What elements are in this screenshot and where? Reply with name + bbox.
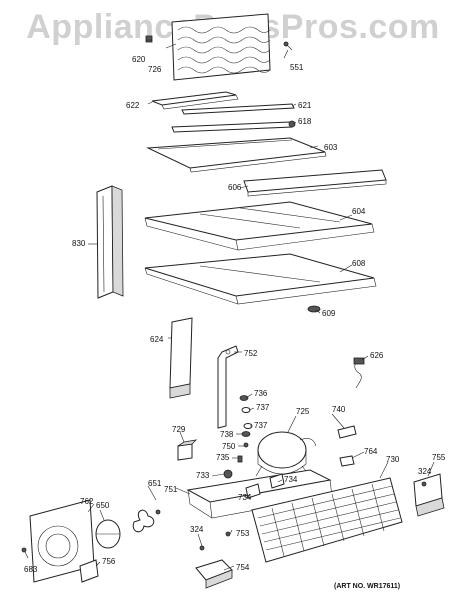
screw-551[interactable] [283,41,293,51]
capacitor-764[interactable] [339,455,355,467]
label-608: 608 [352,259,366,268]
condenser-730[interactable] [251,477,403,563]
label-620: 620 [132,55,146,64]
vertical-channel-830[interactable] [96,185,124,299]
label-604: 604 [352,207,366,216]
bracket-756[interactable] [79,559,99,583]
label-603: 603 [324,143,338,152]
shelf-603[interactable] [146,137,327,173]
label-726: 726 [148,65,162,74]
label-755: 755 [432,453,446,462]
label-751: 751 [164,485,178,494]
clip-620[interactable] [145,35,153,43]
label-736: 736 [254,389,268,398]
trim-strip-606[interactable] [243,169,387,197]
label-618: 618 [298,117,312,126]
compressor-725[interactable] [255,431,317,477]
relay-729[interactable] [177,439,198,461]
leader-lines [87,39,435,571]
cover-strip-622[interactable] [151,91,239,110]
screw-324-lower[interactable] [199,545,205,551]
drain-pan-754[interactable] [195,559,233,589]
grommet-753[interactable] [225,531,231,537]
label-750: 750 [222,442,236,451]
label-606: 606 [228,183,242,192]
label-551: 551 [290,63,304,72]
label-756: 756 [102,557,116,566]
label-730: 730 [386,455,400,464]
bracket-755[interactable] [413,473,445,517]
overload-740[interactable] [337,425,357,439]
air-duct-624[interactable] [169,317,193,399]
washer-737-upper[interactable] [241,407,251,413]
label-609: 609 [322,309,336,318]
grommet-738[interactable] [241,431,251,437]
label-622: 622 [126,101,140,110]
crisper-tray-608[interactable] [144,253,377,305]
grommet-736[interactable] [239,395,249,401]
label-651: 651 [148,479,162,488]
label-725: 725 [296,407,310,416]
bolt-735[interactable] [237,455,243,463]
label-752: 752 [244,349,258,358]
fan-shroud-762[interactable] [29,499,95,583]
label-734-right: 734 [284,475,298,484]
label-683: 683 [24,565,38,574]
label-754: 754 [236,563,250,572]
label-737-upper: 737 [256,403,270,412]
crisper-tray-604[interactable] [144,201,375,251]
label-324-lower: 324 [190,525,204,534]
label-734-left: 734 [238,493,252,502]
label-762: 762 [80,497,94,506]
label-753: 753 [236,529,250,538]
label-650: 650 [96,501,110,510]
mounting-bracket-752[interactable] [217,345,239,429]
label-830: 830 [72,239,86,248]
label-733: 733 [196,471,210,480]
rod-621[interactable] [181,103,295,115]
label-740: 740 [332,405,346,414]
evaporator-coil-assembly[interactable] [171,13,271,81]
fan-motor-650[interactable] [95,519,121,549]
rod-618[interactable] [171,120,296,133]
part-labels: 620 726 551 622 621 618 603 606 830 604 … [24,55,446,590]
capillary-626[interactable] [353,357,365,389]
label-737-lower: 737 [254,421,268,430]
label-324-upper: 324 [418,467,432,476]
screw-683[interactable] [21,547,29,559]
label-729: 729 [172,425,186,434]
label-624: 624 [150,335,164,344]
fan-motor-733[interactable] [223,469,233,479]
fan-blade-651[interactable] [132,509,161,533]
clip-750[interactable] [243,442,249,448]
label-764: 764 [364,447,378,456]
label-626: 626 [370,351,384,360]
bracket-734-right[interactable] [269,473,285,489]
label-735: 735 [216,453,230,462]
art-number: (ART NO. WR17611) [334,583,400,590]
label-738: 738 [220,430,234,439]
screw-324-upper[interactable] [421,481,427,487]
label-621: 621 [298,101,312,110]
knob-609[interactable] [307,305,321,313]
